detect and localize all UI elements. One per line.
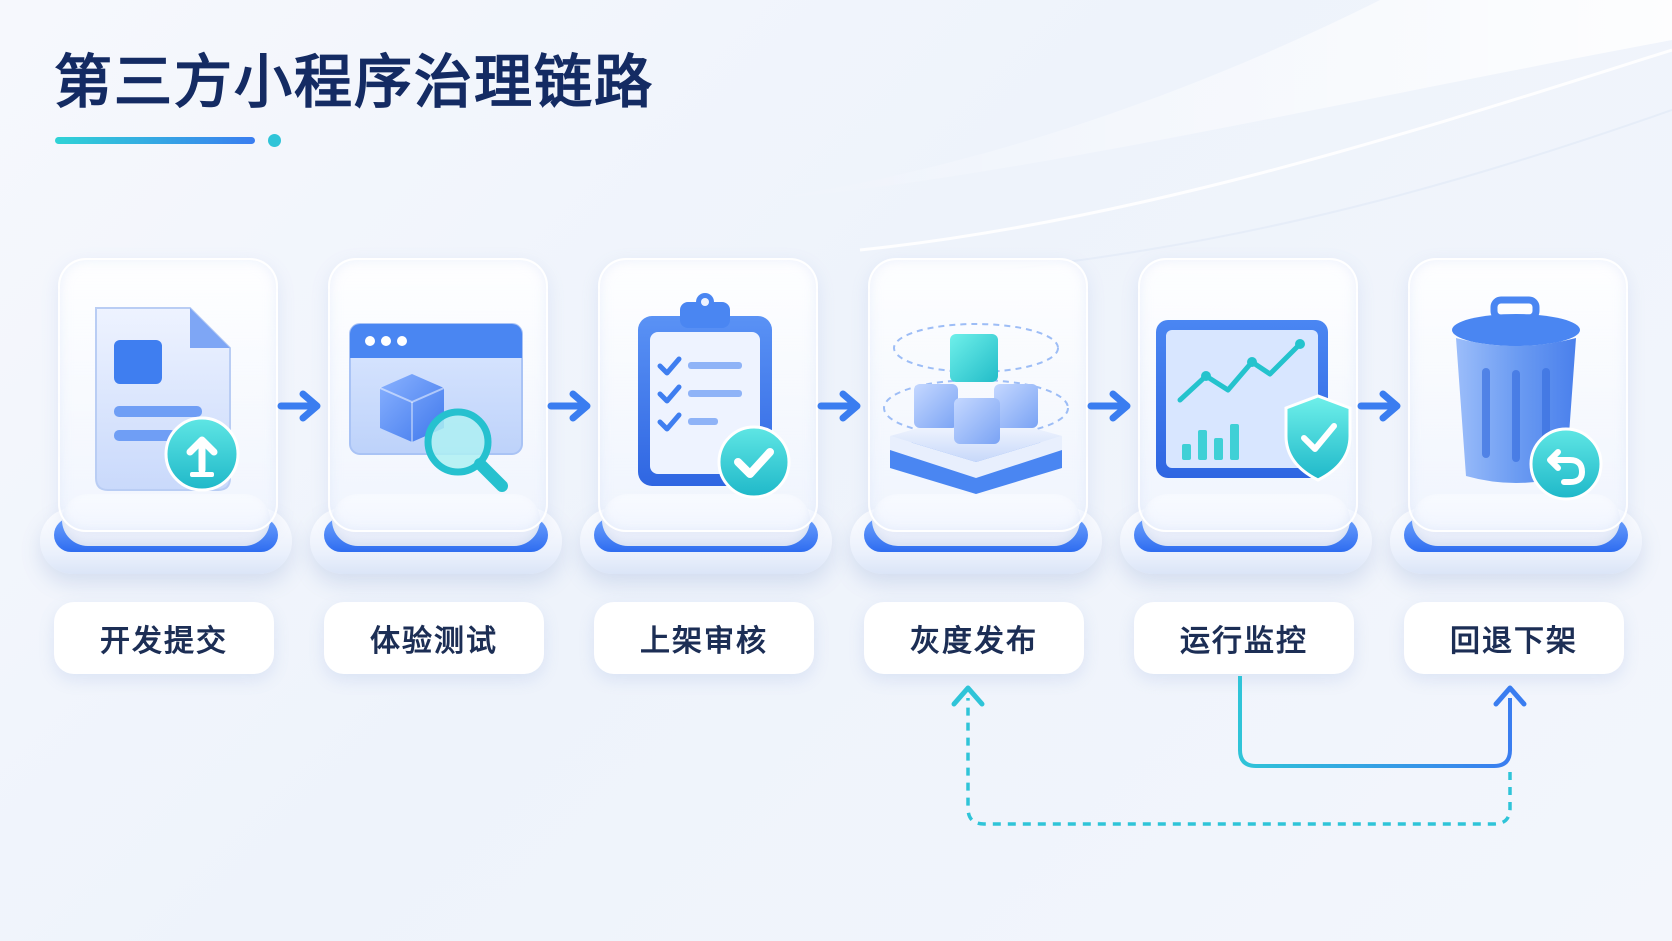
arrow-right-icon xyxy=(1087,390,1131,422)
document-upload-icon xyxy=(95,307,240,492)
step-label-card: 体验测试 xyxy=(324,602,544,674)
step-label-card: 灰度发布 xyxy=(864,602,1084,674)
title-underline-dot xyxy=(268,134,281,147)
trash-undo-icon xyxy=(1452,296,1603,501)
browser-search-icon xyxy=(349,323,523,492)
arrow-right-icon xyxy=(277,390,321,422)
arrow-right-icon xyxy=(547,390,591,422)
step-experience-test: 体验测试 xyxy=(310,258,562,678)
step-label: 运行监控 xyxy=(1180,624,1308,659)
step-listing-review: 上架审核 xyxy=(580,258,832,678)
monitor-shield-icon xyxy=(1156,320,1352,482)
step-runtime-monitor: 运行监控 xyxy=(1120,258,1372,678)
step-label-card: 回退下架 xyxy=(1404,602,1624,674)
step-label-card: 运行监控 xyxy=(1134,602,1354,674)
step-label-card: 开发提交 xyxy=(54,602,274,674)
step-label: 灰度发布 xyxy=(910,624,1038,659)
step-gray-release: 灰度发布 xyxy=(850,258,1102,678)
arrow-right-icon xyxy=(817,390,861,422)
step-dev-submit: 开发提交 xyxy=(40,258,292,678)
clipboard-check-icon xyxy=(638,293,791,499)
step-label-card: 上架审核 xyxy=(594,602,814,674)
step-label: 体验测试 xyxy=(370,624,498,659)
page-title: 第三方小程序治理链路 xyxy=(54,48,655,116)
cubes-release-icon xyxy=(883,323,1069,494)
step-label: 开发提交 xyxy=(100,624,228,659)
title-underline xyxy=(55,137,255,144)
arrow-right-icon xyxy=(1357,390,1401,422)
step-rollback-delist: 回退下架 xyxy=(1390,258,1642,678)
step-label: 上架审核 xyxy=(640,624,768,659)
step-label: 回退下架 xyxy=(1450,624,1578,659)
